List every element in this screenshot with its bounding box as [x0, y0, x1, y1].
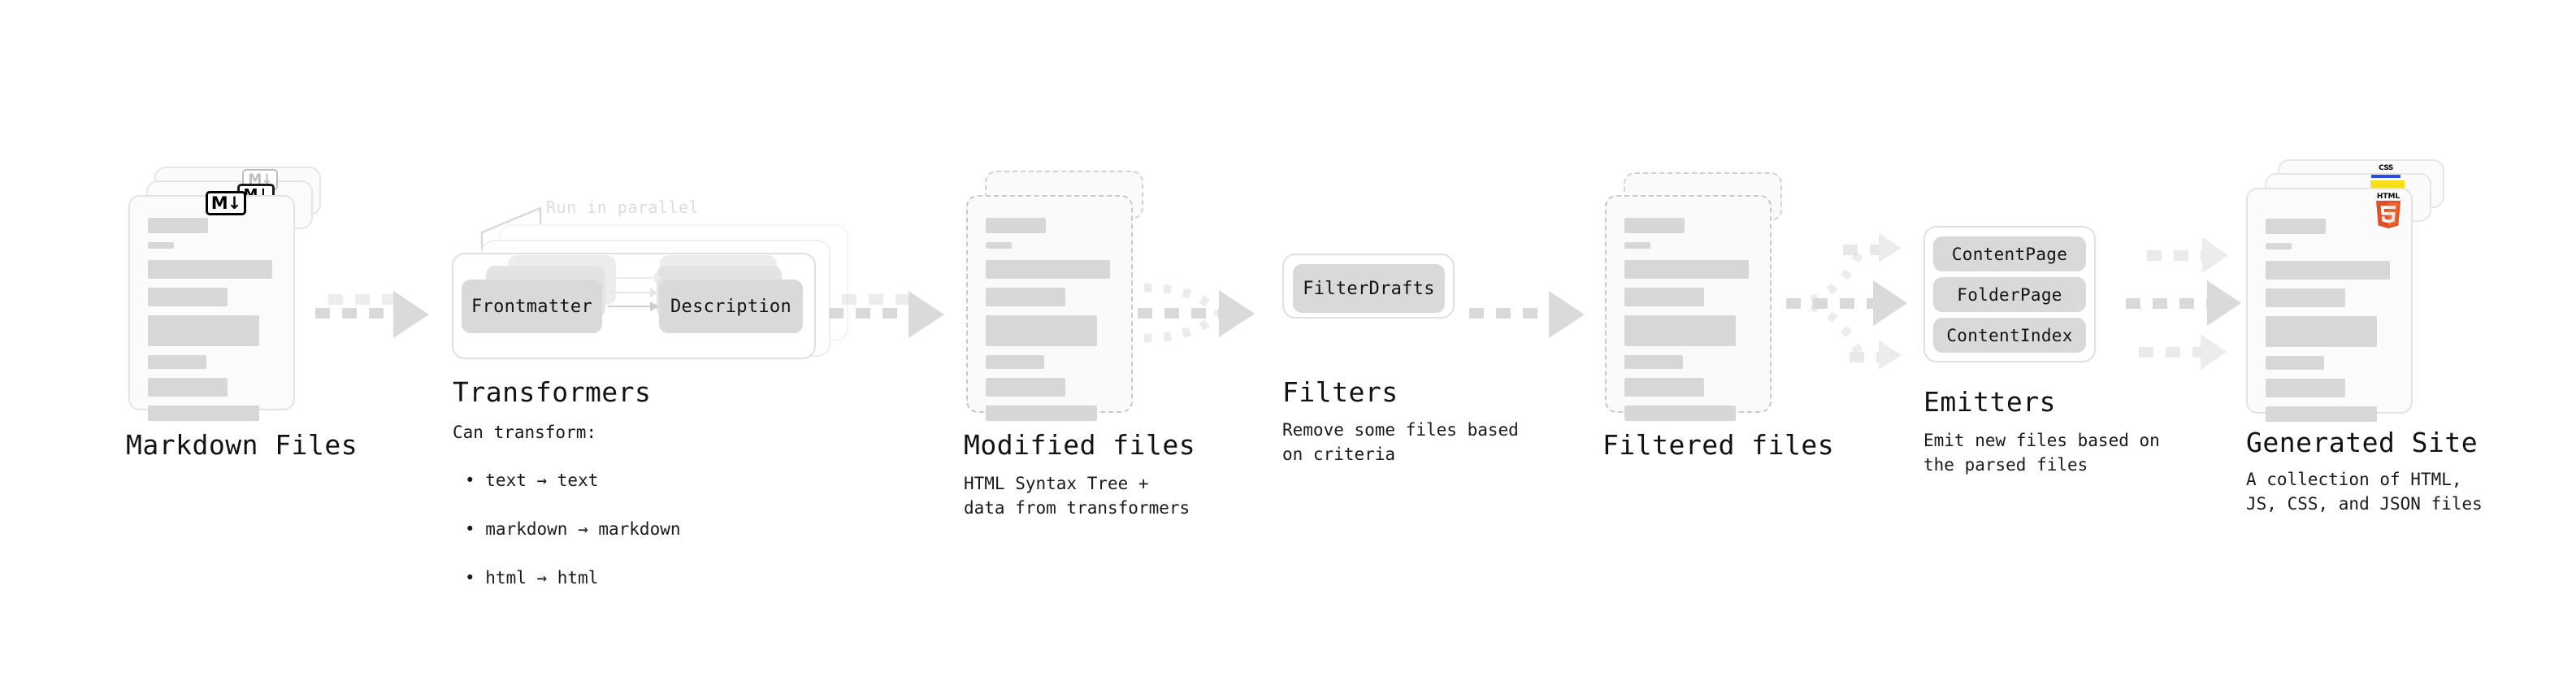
bullet-item: • markdown → markdown — [465, 519, 681, 539]
bullet-item: • text → text — [465, 471, 599, 490]
connector-dots-bottom — [1850, 352, 1882, 362]
connector-arrowhead-top-icon — [1879, 233, 1902, 262]
run-in-parallel-label: Run in parallel — [546, 197, 700, 217]
stage-title-transformers: Transformers — [453, 376, 652, 408]
stage-title-emitters: Emitters — [1923, 386, 2056, 418]
filtered-file-content-lines — [1624, 218, 1755, 430]
stage-title-modified-files: Modified files — [964, 429, 1196, 461]
connector-dots-bottom — [2139, 347, 2202, 358]
markdown-badge: M↓ — [206, 191, 246, 215]
connector-filtered-to-emitters — [1780, 232, 1930, 374]
emitter-pill-contentindex[interactable]: ContentIndex — [1933, 318, 2086, 353]
connector-arrowhead-bottom-icon — [1879, 340, 1902, 370]
emitter-pill-label: ContentIndex — [1946, 325, 2073, 345]
transformer-inner-arrow-ghost-back — [615, 273, 661, 283]
stage-subtitle-generated-site: A collection of HTML, JS, CSS, and JSON … — [2246, 470, 2483, 514]
connector-dots — [315, 308, 405, 319]
connector-dots — [1469, 308, 1560, 319]
transformer-pill-label: Frontmatter — [471, 296, 592, 317]
connector-md-to-transformers — [315, 291, 445, 338]
css-badge: CSS — [2371, 165, 2400, 178]
connector-arrowhead-top-icon — [2202, 237, 2228, 273]
filter-pill-filterdrafts[interactable]: FilterDrafts — [1293, 264, 1445, 313]
site-file-card — [2246, 188, 2413, 422]
connector-dots — [1138, 308, 1229, 319]
stage-title-filtered-files: Filtered files — [1602, 429, 1835, 461]
stage-bullets-transformers: • text → text • markdown → markdown • ht… — [465, 444, 681, 614]
transformer-pill-description[interactable]: Description — [659, 280, 803, 333]
stage-title-generated-site: Generated Site — [2246, 427, 2478, 458]
connector-transformers-to-modified — [829, 291, 963, 338]
css-badge-label: CSS — [2379, 164, 2393, 172]
transformer-inner-arrow-ghost-mid — [611, 288, 657, 297]
filtered-file-card — [1605, 195, 1772, 421]
html5-shield-icon — [2375, 201, 2401, 228]
html5-badge-word: HTML — [2376, 193, 2400, 201]
stage-subtitle-transformers: Can transform: — [453, 423, 597, 442]
connector-dots-top — [2147, 250, 2204, 261]
emitter-pill-contentpage[interactable]: ContentPage — [1933, 236, 2086, 271]
site-file-content-lines — [2266, 219, 2396, 431]
connector-arrowhead-icon — [1219, 290, 1255, 337]
connector-arrowhead-bottom-icon — [2201, 334, 2227, 370]
stage-subtitle-emitters: Emit new files based on the parsed files — [1923, 431, 2160, 475]
connector-dots-top — [1843, 245, 1882, 255]
connector-arrowhead-icon — [1549, 291, 1585, 338]
run-in-parallel-bracket — [480, 206, 542, 252]
stage-title-filters: Filters — [1282, 376, 1399, 408]
emitter-pill-label: FolderPage — [1957, 284, 2062, 305]
connector-dots — [2126, 298, 2217, 309]
connector-arrowhead-icon — [1873, 280, 1907, 326]
connector-arrowhead-icon — [2207, 280, 2241, 326]
connector-arrowhead-icon — [393, 291, 429, 338]
stage-subtitle-modified-files: HTML Syntax Tree + data from transformer… — [964, 474, 1190, 518]
emitter-pill-folderpage[interactable]: FolderPage — [1933, 277, 2086, 312]
connector-arrowhead-icon — [909, 291, 944, 338]
connector-dots-faint — [842, 294, 909, 305]
transformer-inner-arrow — [608, 301, 659, 311]
modified-file-content-lines — [986, 218, 1117, 430]
connector-filters-to-filtered — [1469, 291, 1603, 338]
markdown-badge-letter: M — [210, 193, 228, 213]
html5-badge: HTML — [2374, 193, 2403, 228]
connector-modified-to-filters — [1138, 276, 1284, 349]
markdown-file-card — [128, 195, 295, 421]
connector-fanout-paths — [1790, 247, 1866, 359]
transformer-pill-frontmatter[interactable]: Frontmatter — [462, 280, 602, 333]
markdown-file-content-lines — [148, 218, 279, 430]
modified-file-card — [966, 195, 1133, 421]
filter-pill-label: FilterDrafts — [1303, 278, 1435, 299]
connector-dots-faint — [328, 294, 393, 305]
stage-title-markdown-files: Markdown Files — [126, 429, 358, 461]
stage-subtitle-filters: Remove some files based on criteria — [1282, 420, 1519, 464]
connector-dots — [1786, 298, 1877, 309]
emitter-pill-label: ContentPage — [1951, 244, 2068, 264]
markdown-badge-arrow-icon: ↓ — [227, 193, 242, 213]
connector-emitters-to-site — [2113, 232, 2263, 374]
transformer-pill-label: Description — [670, 296, 791, 317]
connector-dots — [829, 308, 920, 319]
bullet-item: • html → html — [465, 568, 599, 588]
connector-merge-paths — [1143, 283, 1223, 343]
css-badge-bar — [2371, 175, 2400, 178]
